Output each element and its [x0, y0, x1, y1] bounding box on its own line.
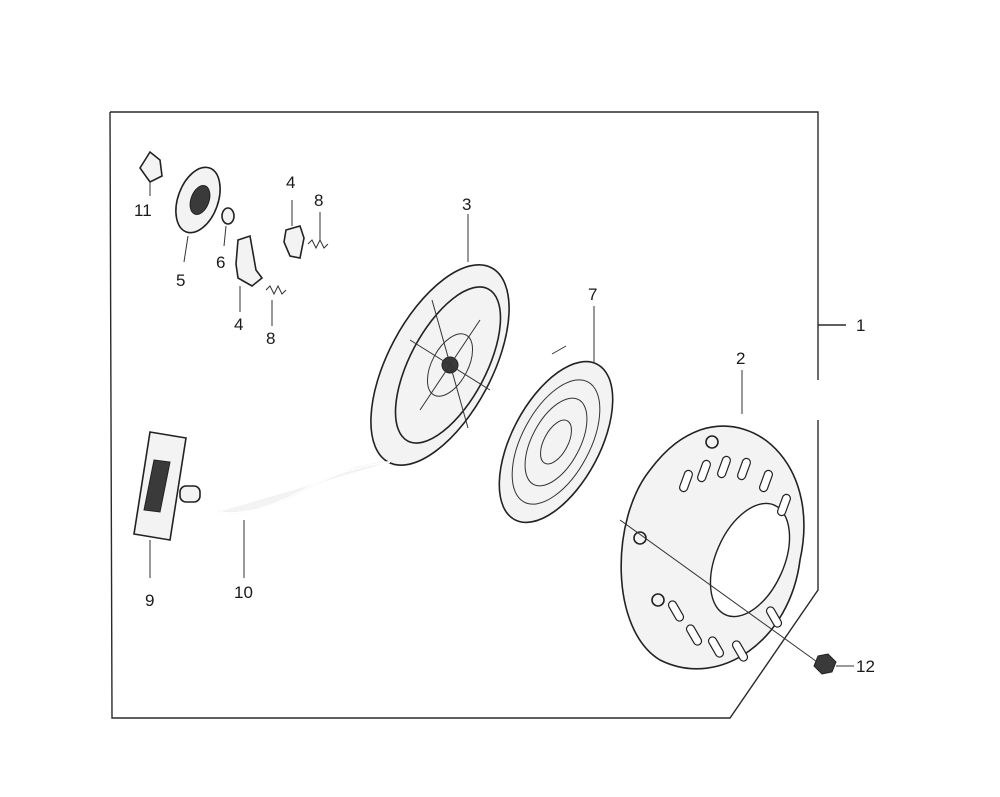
- assembly-frame: [109, 111, 846, 719]
- callout-5: 5: [176, 271, 185, 290]
- callout-8-lower: 8: [266, 329, 275, 348]
- callout-1: 1: [856, 316, 865, 335]
- callout-2: 2: [736, 349, 745, 368]
- part-4-ratchet-lower: [235, 234, 264, 312]
- part-8-spring-lower: [265, 284, 287, 326]
- part-12-bolt: [619, 519, 854, 675]
- callout-9: 9: [145, 591, 154, 610]
- part-11-cap: [139, 150, 163, 196]
- part-7-spiral-spring: [498, 306, 614, 524]
- part-10-rope: [217, 461, 391, 578]
- callout-7: 7: [588, 285, 597, 304]
- part-5-friction-plate: [175, 166, 221, 263]
- callout-3: 3: [462, 195, 471, 214]
- callout-4-upper: 4: [286, 173, 295, 192]
- callout-4-lower: 4: [234, 315, 243, 334]
- part-6-washer: [221, 207, 235, 247]
- callout-12: 12: [856, 657, 875, 676]
- part-3-reel: [370, 214, 510, 466]
- callout-8-upper: 8: [314, 191, 323, 210]
- callout-11: 11: [134, 201, 152, 220]
- part-8-spring-upper: [307, 212, 329, 250]
- callout-labels: 1 2 3 4 4 5 6 7 8 8 9 10 11 12: [134, 173, 875, 676]
- part-4-ratchet-upper: [283, 200, 305, 259]
- part-9-handle: [133, 431, 201, 578]
- callout-10: 10: [234, 583, 253, 602]
- part-2-starter-case: [620, 370, 805, 670]
- callout-6: 6: [216, 253, 225, 272]
